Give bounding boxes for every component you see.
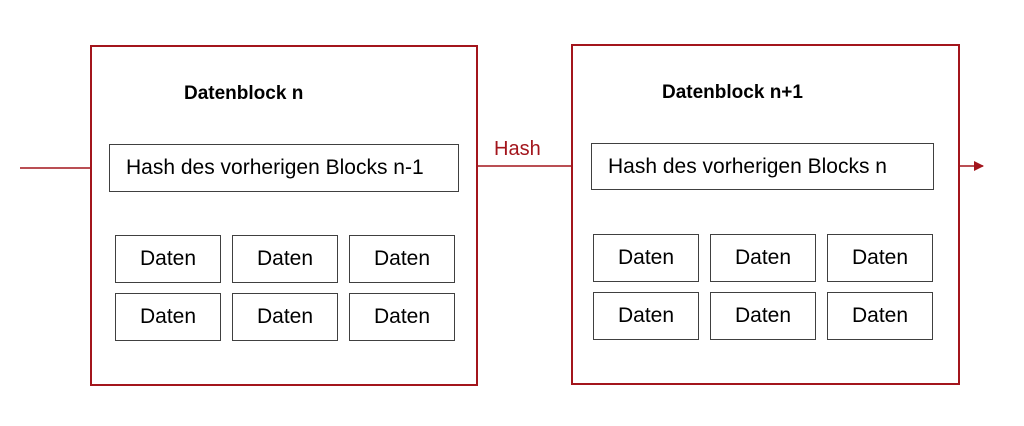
block-n-data-cell: Daten <box>232 235 338 283</box>
block-n-plus-1-title: Datenblock n+1 <box>662 82 803 103</box>
block-n-prev-hash-field: Hash des vorherigen Blocks n-1 <box>109 144 459 192</box>
block-n-plus-1-data-cell: Daten <box>593 292 699 340</box>
block-n-plus-1-data-cell: Daten <box>710 292 816 340</box>
block-n-data-cell: Daten <box>349 293 455 341</box>
block-n-data-cell: Daten <box>115 293 221 341</box>
block-n-plus-1-data-cell: Daten <box>710 234 816 282</box>
block-n-plus-1-data-cell: Daten <box>827 292 933 340</box>
block-n-title: Datenblock n <box>184 83 304 104</box>
block-n-plus-1-data-cell: Daten <box>593 234 699 282</box>
block-n-plus-1-data-cell: Daten <box>827 234 933 282</box>
block-n-plus-1-prev-hash-field: Hash des vorherigen Blocks n <box>591 143 934 190</box>
block-n-data-cell: Daten <box>349 235 455 283</box>
block-n-data-cell: Daten <box>232 293 338 341</box>
block-n-data-cell: Daten <box>115 235 221 283</box>
hash-link-label: Hash <box>494 138 541 160</box>
